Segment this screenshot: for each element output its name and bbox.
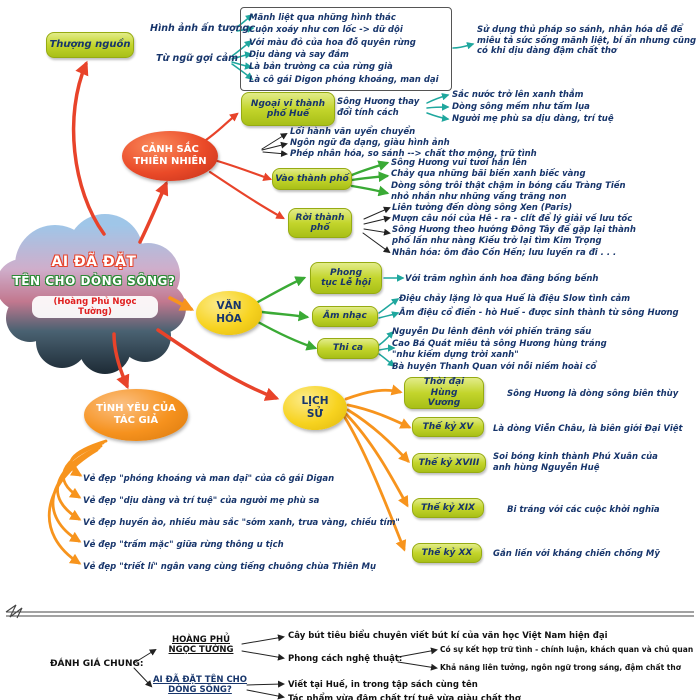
am-nhac-item: Điệu chảy lặng lờ qua Huế là điệu Slow t…	[399, 294, 631, 304]
node-thoi-dai-hung-vuong: Thời đại Hùng Vương	[404, 377, 484, 409]
node-am-nhac: Âm nhạc	[312, 306, 378, 327]
thuong-nguon-item: Là bản trường ca của rừng già	[249, 62, 393, 73]
tinh-yeu-item: Vẻ đẹp "trầm mặc" giữa rừng thông u tịch	[83, 540, 284, 550]
black-arrows	[133, 132, 438, 700]
center-photo-cloud	[0, 214, 186, 374]
lich-su-text: Bi tráng với các cuộc khởi nghĩa	[507, 505, 660, 515]
author-style-item: Khả năng liên tưởng, ngôn ngữ trong sáng…	[440, 663, 681, 672]
section-divider	[5, 604, 694, 619]
vao-thanh-pho-item: Dòng sông trôi thật chậm in bóng cầu Trà…	[391, 181, 626, 202]
roi-thanh-pho-item: Liên tưởng đến dòng sông Xen (Paris)	[392, 203, 573, 213]
vao-thanh-pho-item: Sông Hương vui tươi hẳn lên	[391, 158, 527, 168]
label-hinh-anh-an-tuong: Hình ảnh ấn tượng	[150, 23, 250, 34]
ngoai-vi-style-item: Phép nhân hóa, so sánh --> chất thơ mộng…	[290, 149, 537, 159]
ngoai-vi-item: Người mẹ phù sa dịu dàng, trí tuệ	[452, 114, 614, 124]
node-phong-tuc-le-hoi: Phong tục Lễ hội	[310, 262, 382, 294]
node-ngoai-vi-thanh-pho-hue: Ngoại vi thành phố Huế	[241, 92, 335, 126]
tinh-yeu-item: Vẻ đẹp "dịu dàng và trí tuệ" của người m…	[83, 496, 320, 506]
lich-su-text: Gắn liền với kháng chiến chống Mỹ	[493, 549, 660, 559]
thuong-nguon-item: Dịu dàng và say đắm	[249, 50, 349, 61]
node-thuong-nguon: Thượng nguồn	[46, 32, 134, 58]
node-van-hoa: VĂN HÓA	[196, 291, 262, 335]
green-arrows	[256, 160, 390, 351]
node-the-ky-xv: Thế kỷ XV	[412, 417, 484, 437]
author-item: Phong cách nghệ thuật:	[288, 654, 403, 664]
red-main-arrows	[71, 60, 280, 401]
node-thi-ca: Thi ca	[317, 338, 379, 359]
panel-thuong-nguon-items: Mãnh liệt qua những hình thác Cuộn xoáy …	[240, 7, 452, 91]
thuong-nguon-item: Cuộn xoáy như cơn lốc -> dữ dội	[249, 25, 403, 36]
node-tinh-yeu-cua-tac-gia: TÌNH YÊU CỦA TÁC GIẢ	[84, 389, 188, 441]
node-roi-thanh-pho: Rời thành phố	[288, 208, 352, 238]
thuong-nguon-item: Mãnh liệt qua những hình thác	[249, 13, 396, 24]
roi-thanh-pho-item: Nhân hóa: ôm đảo Cồn Hến; lưu luyến ra đ…	[392, 248, 617, 258]
center-title-line1: AI ĐÃ ĐẶT	[51, 254, 137, 270]
node-the-ky-xx: Thế kỷ XX	[412, 543, 482, 563]
tinh-yeu-item: Vẻ đẹp "triết lí" ngân vang cùng tiếng c…	[83, 562, 377, 572]
node-the-ky-xviii: Thế kỷ XVIII	[412, 453, 486, 473]
thuong-nguon-note: Sử dụng thủ pháp so sánh, nhân hóa dễ để…	[477, 25, 697, 57]
ngoai-vi-style-item: Lối hành văn uyển chuyển	[290, 127, 416, 137]
tinh-yeu-item: Vẻ đẹp huyền ảo, nhiều màu sắc "sớm xanh…	[83, 518, 400, 528]
phong-tuc-item: Với trăm nghìn ánh hoa đăng bồng bềnh	[405, 274, 599, 284]
author-style-item: Có sự kết hợp trữ tình - chính luận, khá…	[440, 645, 694, 654]
canh-sac-fan-arrows	[204, 112, 285, 220]
orange-fan-arrows	[47, 384, 412, 565]
ngoai-vi-item: Dòng sông mềm như tấm lụa	[452, 102, 590, 112]
lich-su-text: Soi bóng kinh thành Phú Xuân của anh hùn…	[493, 452, 658, 473]
roi-thanh-pho-item: Mượn câu nói của Hê - ra - clít để lý gi…	[392, 214, 633, 224]
label-tu-ngu-goi-cam: Từ ngữ gợi cảm	[156, 53, 239, 64]
vao-thanh-pho-item: Chảy qua những bãi biền xanh biếc vàng	[391, 169, 586, 179]
node-lich-su: LỊCH SỬ	[283, 386, 347, 430]
am-nhac-item: Âm điệu cổ điển - hò Huế - được sinh thà…	[399, 308, 679, 318]
lich-su-text: Là dòng Viễn Châu, là biên giới Đại Việt	[493, 424, 683, 434]
thi-ca-item: Nguyễn Du lênh đênh với phiến trăng sầu	[392, 327, 592, 337]
thuong-nguon-item: Với màu đỏ của hoa đỗ quyên rừng	[249, 37, 416, 48]
center-title-line2: TÊN CHO DÒNG SÔNG?	[12, 274, 176, 288]
thuong-nguon-item: Là cô gái Digon phóng khoáng, man dại	[249, 74, 439, 85]
center-author: (Hoàng Phủ Ngọc Tường)	[32, 296, 158, 318]
author-item: Cây bút tiêu biểu chuyên viết bút kí của…	[288, 631, 608, 641]
ngoai-vi-item: Sắc nước trở lên xanh thẳm	[452, 90, 584, 100]
work-title-label: AI ĐÃ ĐẶT TÊN CHO DÒNG SÔNG?	[152, 675, 248, 696]
thi-ca-item: Bà huyện Thanh Quan với nỗi niềm hoài cổ	[392, 362, 597, 372]
label-song-huong-thay-doi: Sông Hương thay đổi tính cách	[337, 97, 420, 118]
roi-thanh-pho-item: Sông Hương theo hướng Đông Tây để gặp lạ…	[392, 225, 636, 246]
orange-main-arrow	[168, 296, 195, 311]
work-item: Tác phẩm vừa đậm chất trí tuệ vừa giàu c…	[288, 694, 521, 700]
node-vao-thanh-pho: Vào thành phố	[272, 168, 352, 190]
node-canh-sac-thien-nhien: CẢNH SẮC THIÊN NHIÊN	[122, 131, 218, 181]
node-the-ky-xix: Thế kỷ XIX	[412, 498, 484, 518]
tinh-yeu-item: Vẻ đẹp "phóng khoáng và man dại" của cô …	[83, 474, 335, 484]
teal-arrows	[231, 14, 475, 367]
work-item: Viết tại Huế, in trong tập sách cùng tên	[288, 680, 478, 690]
thi-ca-item: Cao Bá Quát miêu tả sông Hương hùng trán…	[392, 339, 607, 360]
author-name-label: HOÀNG PHỦ NGỌC TƯỜNG	[168, 635, 234, 656]
lich-su-text: Sông Hương là dòng sông biên thùy	[507, 389, 679, 399]
danh-gia-chung-label: ĐÁNH GIÁ CHUNG:	[50, 659, 144, 669]
ngoai-vi-style-item: Ngôn ngữ đa dạng, giàu hình ảnh	[290, 138, 450, 148]
